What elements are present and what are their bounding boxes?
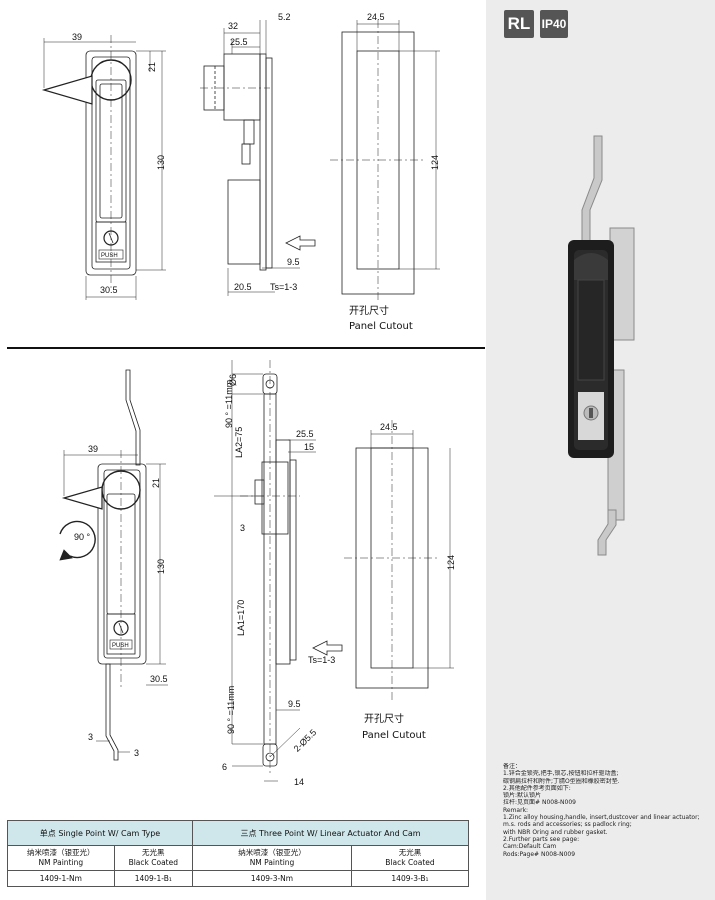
dim-20-5: 20.5 [234,282,252,292]
section-divider [7,347,485,349]
product-photo [568,135,635,556]
front-dims-three-point [63,450,168,753]
dim-15: 15 [304,442,314,452]
dim-3-right: 3 [134,748,139,758]
dim-base-bottom: 30.5 [150,674,168,684]
note-line: 1.锌合金锁壳,把手,锁芯,按钮和拉杆驱动盒; [503,770,619,778]
front-view-three-point [59,369,147,761]
note-line: Rods:Page# N008-N009 [503,850,576,858]
dim-6-bottom: 6 [222,762,227,772]
dim-9-5-bottom: 9.5 [288,699,301,709]
dim-ts-bottom: Ts=1-3 [308,655,335,665]
front-dims-single [43,38,166,300]
dim-3-side: 3 [240,523,245,533]
dim-90-top: 90 ° =11mm [224,380,234,428]
side-view-single [200,53,316,271]
dim-3-left: 3 [88,732,93,742]
finish-cell: 纳米喷漆（银亚光）NM Painting [7,845,115,871]
note-line: Cam:Default Cam [503,843,557,851]
note-line: 备注： [503,763,522,770]
cutout-width-bottom: 24.5 [380,422,398,432]
note-line: 1.Zinc alloy housing,handle, insert,dust… [503,814,700,822]
dim-height-top: 130 [156,155,166,170]
note-line: 锁片:默认锁片 [503,792,542,800]
side-dims-single [223,20,300,296]
part-code: 1409-3-B₁ [350,870,470,887]
cutout-caption-cn-bottom: 开孔尺寸 [364,712,404,725]
note-line: with NBR Oring and rubber gasket. [503,828,608,836]
dim-25-5-top: 25.5 [230,37,248,47]
finish-cell: 纳米喷漆（银亚光）NM Painting [192,845,352,871]
dim-d6-top: Ø6 [228,374,238,386]
dim-32: 32 [228,21,238,31]
note-line: Remark: [503,806,529,814]
note-line: 拉杆:见页面# N008-N009 [503,799,577,807]
dim-base-top: 30.5 [100,285,118,295]
cutout-single [330,20,440,300]
dim-9-5-top: 9.5 [287,257,300,267]
dim-width-bottom: 39 [88,444,98,454]
dim-hole: 2-Ø5.5 [292,727,319,754]
part-code: 1409-3-Nm [192,870,352,887]
part-code: 1409-1-Nm [7,870,115,887]
cutout-caption-cn-top: 开孔尺寸 [349,304,389,317]
table-header-three: 三点 Three Point W/ Linear Actuator And Ca… [192,820,469,846]
cutout-three-point [344,420,454,700]
note-line: 2.其他配件参考页面如下: [503,784,571,792]
side-view-three-point [240,360,343,775]
dim-90-bottom: 90 ° =11mm [226,686,236,734]
note-line: m.s. rods and accessories; ss padlock ri… [503,821,632,829]
table-header-single: 单点 Single Point W/ Cam Type [6,820,194,846]
spec-table: 单点 Single Point W/ Cam Type 三点 Three Poi… [6,820,470,887]
cutout-height-bottom: 124 [446,555,456,570]
dim-head-top: 21 [147,62,157,72]
dim-width-top: 39 [72,32,82,42]
push-label-bottom: PUSH [112,643,129,649]
ip-rating-badge: IP40 [540,10,568,38]
cutout-width-top: 24.5 [367,12,385,22]
note-line: 2.Further parts see page: [503,835,580,843]
series-badge: RL [504,10,534,38]
push-label-top: PUSH [101,253,118,259]
dim-la1: LA1=170 [236,600,246,636]
cutout-height-top: 124 [430,155,440,170]
note-line: 碳钢扁拉杆和附件;丁腈O型圈和橡胶密封垫. [503,777,620,785]
part-code: 1409-1-B₁ [113,870,194,887]
remarks: 备注： 1.锌合金锁壳,把手,锁芯,按钮和拉杆驱动盒; 碳钢扁拉杆和附件;丁腈O… [503,763,708,858]
dim-la2: LA2=75 [234,427,244,458]
dim-rotation: 90 ° [74,532,91,542]
side-dims-three-point [214,360,316,782]
dim-head-bottom: 21 [151,478,161,488]
dim-height-bottom: 130 [156,559,166,574]
dim-14: 14 [294,777,304,787]
front-view-single [41,35,137,290]
dim-5-2: 5.2 [278,12,291,22]
dim-ts-top: Ts=1-3 [270,282,297,292]
cutout-caption-en-bottom: Panel Cutout [362,730,426,741]
technical-drawing: 39 21 130 30.5 PUSH 32 5.2 25.5 9.5 20.5… [41,12,456,787]
cutout-caption-en-top: Panel Cutout [349,321,413,332]
dim-25-5-bottom: 25.5 [296,429,314,439]
